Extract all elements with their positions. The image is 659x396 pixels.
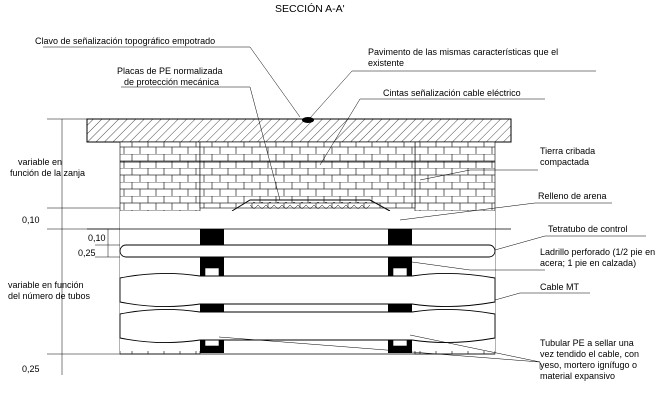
cable-mt-tube-1 (119, 272, 496, 308)
label-cable: Cable MT (540, 282, 580, 292)
label-pavimento-2: existente (368, 58, 404, 68)
control-tetratube (119, 244, 496, 258)
survey-nail (302, 117, 314, 123)
label-tierra-2: compactada (540, 157, 589, 167)
dim-variable-zanja-2: función de la zanja (10, 168, 85, 178)
dim-variable-zanja-1: variable en (18, 157, 62, 167)
label-tubular-3: yeso, mortero ignífugo o (540, 360, 637, 370)
compacted-soil (199, 141, 416, 209)
label-ladrillo-1: Ladrillo perforado (1/2 pie en (540, 247, 655, 257)
label-tubular-4: material expansivo (540, 371, 615, 381)
leader-ladrillo (411, 261, 545, 271)
cable-mt-tube-2 (119, 308, 496, 344)
leader-tetratubo (494, 235, 646, 251)
label-placas-1: Placas de PE normalizada (117, 66, 223, 76)
dim-010-left: 0,10 (22, 215, 40, 225)
label-clavo: Clavo de señalización topográfico empotr… (35, 36, 215, 46)
leader-cintas (319, 98, 545, 166)
dim-010-right: 0,10 (88, 233, 106, 243)
pe-protection-plate (231, 199, 391, 212)
label-tubular-2: vez tendido el cable, con (540, 349, 639, 359)
leader-placas (121, 86, 281, 201)
leader-cable (494, 292, 590, 301)
label-pavimento-1: Pavimento de las mismas características … (368, 47, 558, 57)
label-tetratubo: Tetratubo de control (548, 224, 628, 234)
label-tierra-1: Tierra cribada (540, 146, 595, 156)
label-tubular-1: Tubular PE a sellar una (540, 338, 634, 348)
dim-025-bottom: 0,25 (22, 364, 40, 374)
dim-025-top: 0,25 (78, 248, 96, 258)
label-ladrillo-2: acera; 1 pie en calzada) (540, 258, 636, 268)
leader-tierra (419, 169, 538, 181)
section-title: SECCIÓN A-A' (275, 2, 345, 15)
leader-pavimento (309, 70, 596, 119)
pavement-slab (86, 118, 512, 143)
leader-relleno (399, 202, 612, 221)
pe-plate-texture (250, 202, 370, 210)
dim-variable-tubos-2: del número de tubos (8, 291, 91, 301)
label-cintas: Cintas señalización cable eléctrico (383, 88, 521, 98)
label-relleno: Relleno de arena (538, 191, 607, 201)
leader-clavo (43, 46, 301, 118)
label-placas-2: de protección mecánica (124, 77, 219, 87)
dim-variable-tubos-1: variable en función (8, 280, 84, 290)
